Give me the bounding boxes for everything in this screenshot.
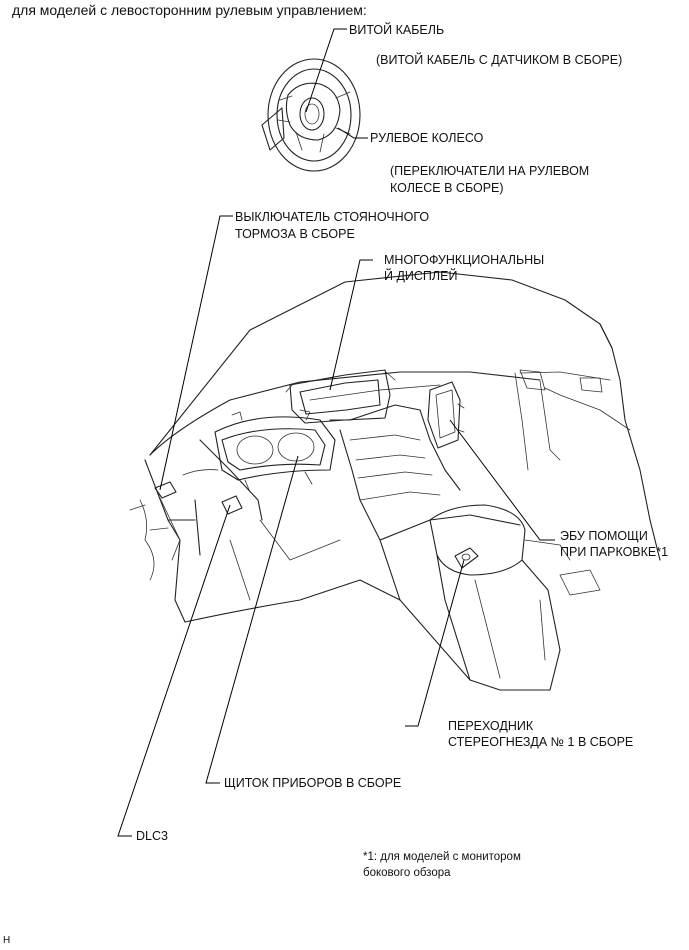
label-parking-brake-line2: ТОРМОЗА В СБОРЕ [235,227,355,241]
instrument-cluster-illustration [214,409,336,493]
label-instrument-cluster: ЩИТОК ПРИБОРОВ В СБОРЕ [224,776,402,790]
label-multi-display-line2: Й ДИСПЛЕЙ [384,269,458,283]
dashboard-outline [144,271,661,691]
label-stereo-jack-line2: СТЕРЕОГНЕЗДА № 1 В СБОРЕ [448,735,634,749]
footnote-line2: бокового обзора [363,867,451,879]
footnote-line1: *1: для моделей с монитором [363,851,521,863]
diagram-header: для моделей с левосторонним рулевым упра… [12,2,367,18]
label-multi-display-line1: МНОГОФУНКЦИОНАЛЬНЫ [384,253,545,267]
parking-assist-ecu-illustration [427,381,465,449]
multi-display-illustration [285,369,396,424]
label-steering-switch-line2: КОЛЕСЕ В СБОРЕ) [390,181,504,195]
steering-wheel-illustration [261,58,361,172]
label-spiral-cable-sub: (ВИТОЙ КАБЕЛЬ С ДАТЧИКОМ В СБОРЕ) [376,53,623,67]
label-parking-brake-line1: ВЫКЛЮЧАТЕЛЬ СТОЯНОЧНОГО [235,210,430,224]
label-stereo-jack-line1: ПЕРЕХОДНИК [448,719,534,733]
label-steering-wheel: РУЛЕВОЕ КОЛЕСО [370,131,484,145]
label-parking-ecu-line1: ЭБУ ПОМОЩИ [560,529,648,543]
corner-mark: H [3,935,11,946]
label-dlc3: DLC3 [136,829,168,843]
leader-lines [117,28,555,837]
label-spiral-cable: ВИТОЙ КАБЕЛЬ [349,23,445,37]
label-parking-ecu-line2: ПРИ ПАРКОВКЕ*1 [560,545,669,559]
parking-brake-switch-illustration [129,481,181,581]
dlc3-illustration [221,495,243,515]
label-steering-switch-line1: (ПЕРЕКЛЮЧАТЕЛИ НА РУЛЕВОМ [390,164,590,178]
stereo-jack-illustration [454,547,479,569]
